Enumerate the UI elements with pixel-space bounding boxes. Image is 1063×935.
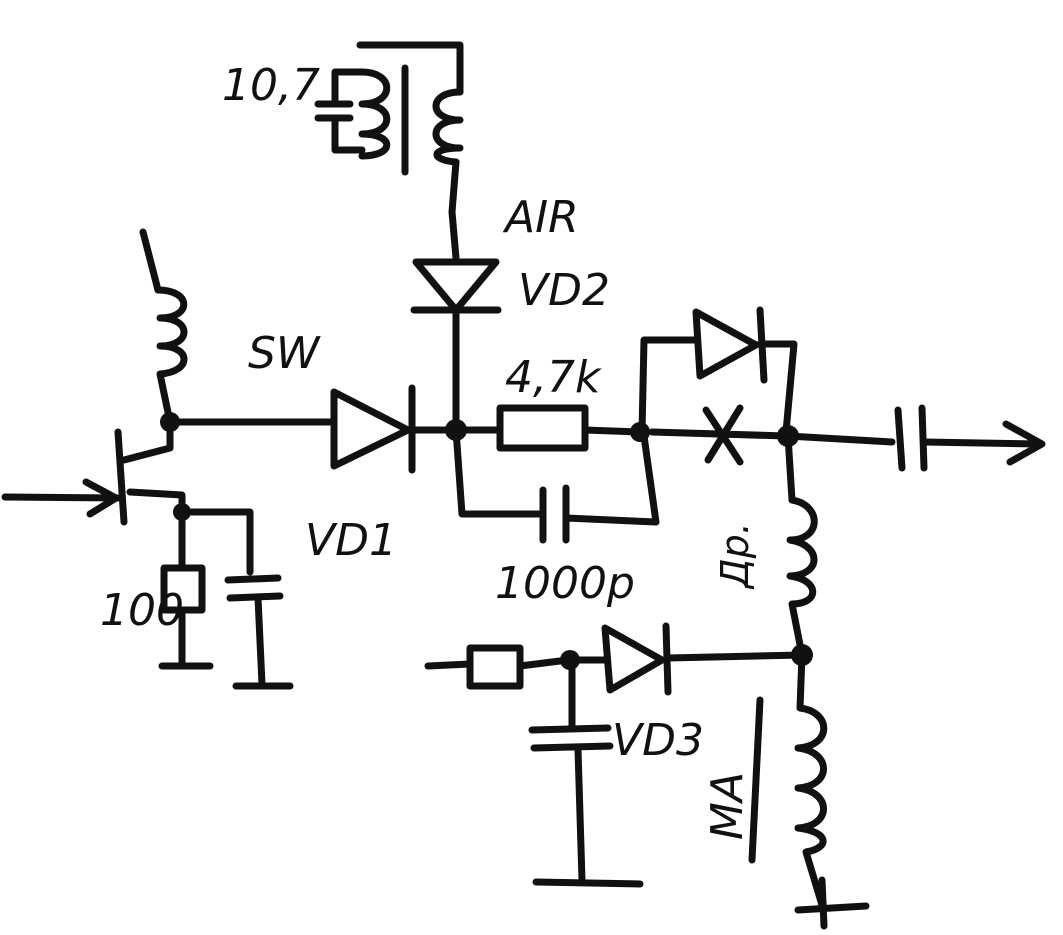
transformer-top-wire [356,41,464,96]
transformer-primary-coil [432,88,464,166]
label-air: AIR [502,192,579,243]
label-vd2: VD2 [518,265,610,316]
bypass-diode [638,306,798,436]
transistor [1,418,186,526]
vd3-ground [532,878,644,888]
label-sw: SW [248,328,321,379]
vd3-cap-plates [528,724,614,752]
choke-inductor [784,432,818,659]
label-r1: 4,7k [505,352,602,403]
emitter-resistor-100 [160,508,206,668]
input-wire [1,493,122,502]
transistor-base-bar [114,428,128,526]
label-cap-emitter: 100 [100,585,184,636]
emitter-network [158,508,294,690]
input-arrow-icon [82,478,120,518]
transformer-tuning-cap [314,68,366,154]
junction-vd3-left [560,650,580,670]
vd3-ground-lead [574,746,586,884]
emitter-cap-plates [224,574,284,602]
label-vd3: VD3 [612,715,704,766]
collector-inductor [139,228,188,426]
label-osc-freq: 10,7 [222,60,320,111]
label-c-bypass: 1000p [495,558,635,609]
junction-emitter [173,503,191,521]
junction-collector [160,412,180,432]
capacitor-1000p [452,426,660,544]
output-arrow-icon [1002,420,1046,466]
air-feed-wire [448,158,460,262]
resistor-4-7k [452,404,642,452]
diode-vd2 [410,258,502,432]
transformer-secondary-coil [358,68,391,160]
vd3-branch [424,622,806,888]
output-coupling [784,404,1046,472]
label-choke: Др. [713,522,757,590]
label-ma-coil: MA [702,772,753,840]
emitter-cap-lead [254,594,266,688]
vd3-resistor [466,644,524,690]
ma-coil [748,651,870,930]
x-break-icon [648,404,790,466]
if-transformer-10-7 [314,41,464,262]
ma-ground [794,876,870,930]
ma-core-line [748,696,764,864]
label-vd1: VD1 [305,515,397,566]
vd3-diode [601,624,666,694]
diode-vd1 [330,384,460,474]
